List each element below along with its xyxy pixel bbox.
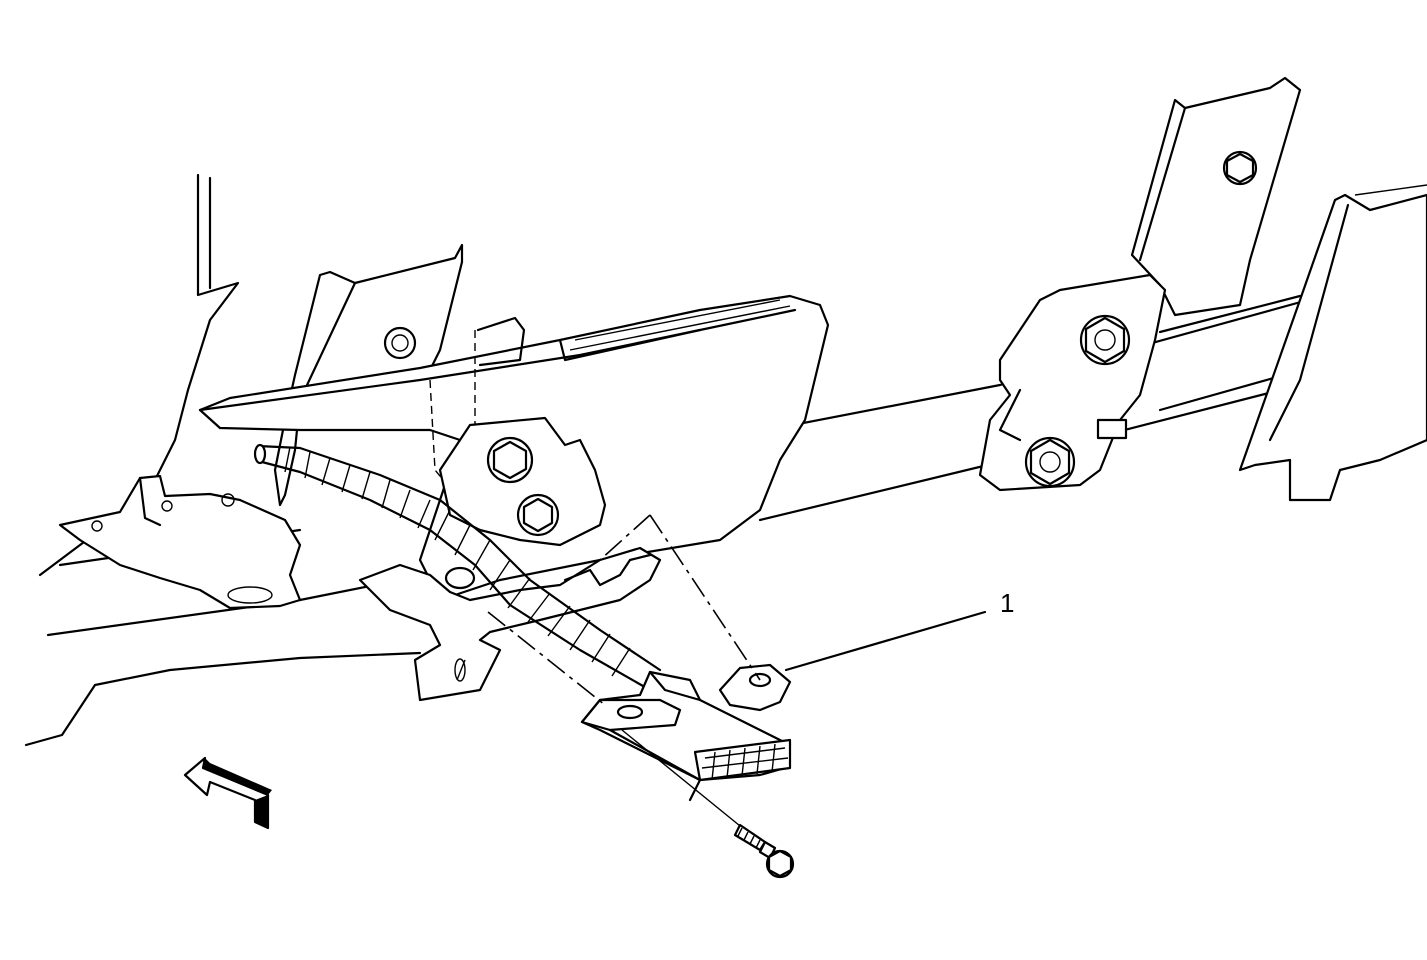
right-clamp-bracket bbox=[978, 76, 1302, 492]
forward-arrow-icon bbox=[183, 756, 272, 830]
lower-mounting-bracket bbox=[358, 546, 662, 702]
mounting-screw bbox=[733, 823, 795, 879]
right-dash-panel bbox=[1238, 184, 1427, 502]
callout-leader-1 bbox=[784, 610, 987, 672]
left-body-panel bbox=[24, 173, 422, 747]
alignment-lines bbox=[487, 514, 761, 831]
wiring-harness-connector bbox=[580, 663, 792, 802]
left-tube-bracket bbox=[58, 474, 302, 610]
wiring-harness bbox=[253, 443, 662, 692]
callout-label-1: 1 bbox=[1000, 588, 1015, 618]
steering-column-support-plate bbox=[438, 416, 607, 547]
